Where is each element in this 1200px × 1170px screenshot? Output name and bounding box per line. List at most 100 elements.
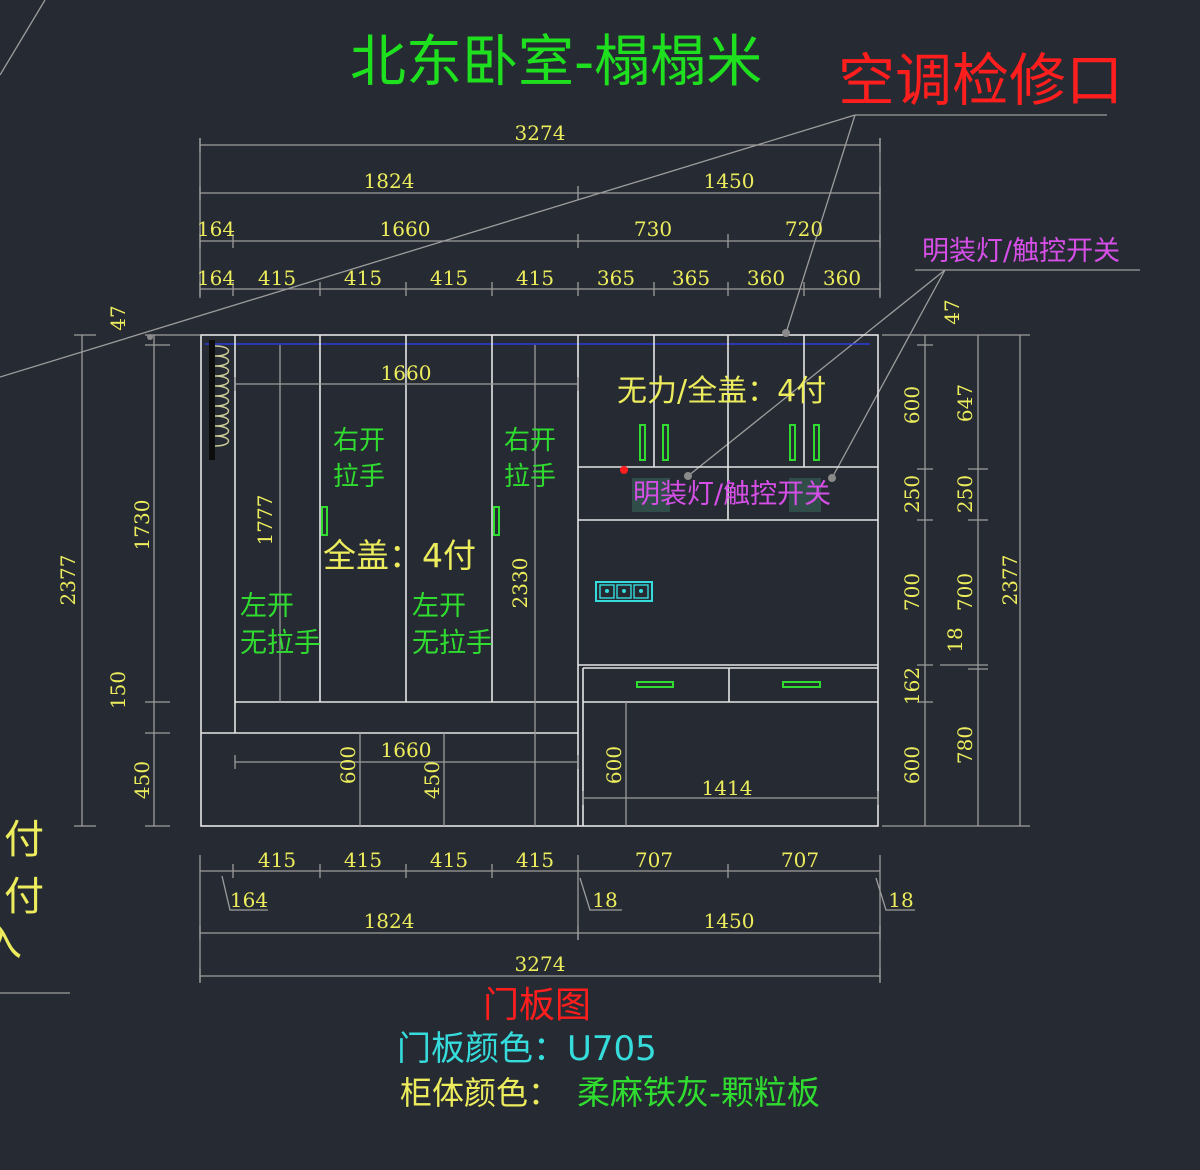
door-pull-handle-2: 拉手 [504,462,556,492]
corner-construction-line [0,0,46,76]
dim-ticks-right-outer [940,468,988,670]
dim-ticks-left-parts [145,334,200,827]
dim-top-level4-3: 415 [344,266,382,290]
dim-ticks-bottom-overall [199,969,881,983]
dim-right-base-width: 1414 [702,776,753,800]
dim-top-level2-a: 1824 [364,169,415,193]
edge-fragment-1: 付 [4,817,44,863]
hanger-coil [214,345,230,447]
door-no-handle-2: 无拉手 [412,628,493,659]
bottom-extension-lines [199,855,881,982]
upper-door-note: 无力/全盖：4付 [617,374,826,409]
dim-right-overall: 2377 [998,555,1022,606]
handle-tall-1 [321,506,328,536]
dim-tall-height: 1777 [253,495,277,546]
dim-top-level3-a: 164 [197,217,235,241]
socket-pin-3 [639,589,643,593]
cabinet-horizontal-panels [201,466,878,734]
dim-right-inner-2: 250 [900,475,924,513]
dim-left-gap: 150 [106,671,130,709]
dim-top-level4-1: 164 [197,266,235,290]
dim-bottom-level1-6: 707 [781,848,819,872]
power-socket-icon [595,581,653,602]
leader-dot-switch-a [684,472,692,480]
dim-ticks-top-level4 [199,282,881,296]
dim-bottom-level1-5: 707 [635,848,673,872]
body-color-label: 柜体颜色： [400,1074,560,1112]
dim-bottom-offset-mid: 18 [592,888,617,912]
dim-ticks-top-overall [199,138,881,152]
handle-upper-1 [639,424,646,461]
dim-ticks-right-inner [917,344,933,703]
dim-top-level4-2: 415 [258,266,296,290]
light-fixture-right [789,478,821,512]
dim-top-level4-4: 415 [430,266,468,290]
dim-right-base-height: 600 [602,746,626,784]
socket-outlet-3 [633,584,649,599]
dim-right-inner-4: 162 [900,667,924,705]
edge-fragments: 付 付 入 [0,817,44,965]
dim-top-overall: 3274 [515,121,566,145]
dim-ticks-bottom-level2 [199,926,881,940]
dim-ticks-top-level2 [199,186,881,200]
dim-ticks-bottom-level1 [232,864,729,878]
drawing-title: 北东卧室-榻榻米 [350,30,762,95]
top-extension-lines [199,138,881,298]
dim-top-level4-8: 360 [747,266,785,290]
leader-line-ac-long [0,114,856,378]
dim-bottom-offset-right: 18 [888,888,913,912]
dim-top-inner-width: 1660 [381,361,432,385]
cabinet-outline [200,334,879,827]
dim-ticks-top-inner-width [234,377,579,391]
edge-fragment-3: 入 [0,919,22,965]
dim-bottom-level1-3: 415 [430,848,468,872]
dim-right-inner-1: 600 [900,386,924,424]
leader-line-switch-b [831,269,946,479]
dim-right-inner-3: 700 [900,573,924,611]
dim-base-height: 450 [420,761,444,799]
right-extension-lines [882,334,1030,827]
door-right-open-2: 右开 [504,426,556,456]
light-switch-label: 明装灯/触控开关 [922,236,1120,267]
door-no-handle-1: 无拉手 [240,628,321,659]
leader-line-ac-pointer [785,114,856,334]
dim-left-overall: 2377 [56,555,80,606]
dim-right-outer-1: 647 [953,384,977,422]
handle-upper-2 [662,424,669,461]
socket-pin-2 [622,589,626,593]
dim-base-width: 1660 [381,738,432,762]
legend: 门板图 门板颜色：U705 柜体颜色： 柔麻铁灰-颗粒板 [397,985,820,1112]
edge-fragment-2: 付 [4,874,44,920]
handle-drawer-1 [636,681,674,688]
dim-ticks-base-width [234,755,579,769]
door-right-open-1: 右开 [333,426,385,456]
dim-bottom-level2-a: 1824 [364,909,415,933]
red-marker-dot [620,466,628,474]
leader-lines [0,0,1140,994]
dim-top-level4-5: 415 [516,266,554,290]
dim-ticks-top-level3 [199,234,881,248]
dim-bottom-level1-2: 415 [344,848,382,872]
dim-bottom-level1-1: 415 [258,848,296,872]
dim-top-level4-6: 365 [597,266,635,290]
offset-leaders [221,875,915,911]
light-fixture-left [632,478,670,512]
dim-top-level3-b: 1660 [380,217,431,241]
dim-left-tall-section: 1730 [130,500,154,551]
dim-top-level4-9: 360 [823,266,861,290]
handle-drawer-2 [782,681,821,688]
coil-hanger-icon [209,340,230,460]
left-dimensions: 2377 47 1730 150 450 [56,305,200,827]
socket-pin-1 [605,589,609,593]
dim-ticks-left-overall [74,334,96,827]
leader-line-switch-a [687,269,946,477]
leader-dot-corner [147,334,153,340]
inner-light-switch-label: 明装灯/触控开关 [633,479,831,510]
bottom-dimensions: 415 415 415 415 707 707 164 18 18 1824 1… [199,848,915,983]
handle-tall-2 [493,506,500,536]
dim-left-top-gap: 47 [106,305,130,330]
dim-bottom-offset-left: 164 [230,888,268,912]
hanger-bar [209,340,215,460]
dim-top-level4-7: 365 [672,266,710,290]
